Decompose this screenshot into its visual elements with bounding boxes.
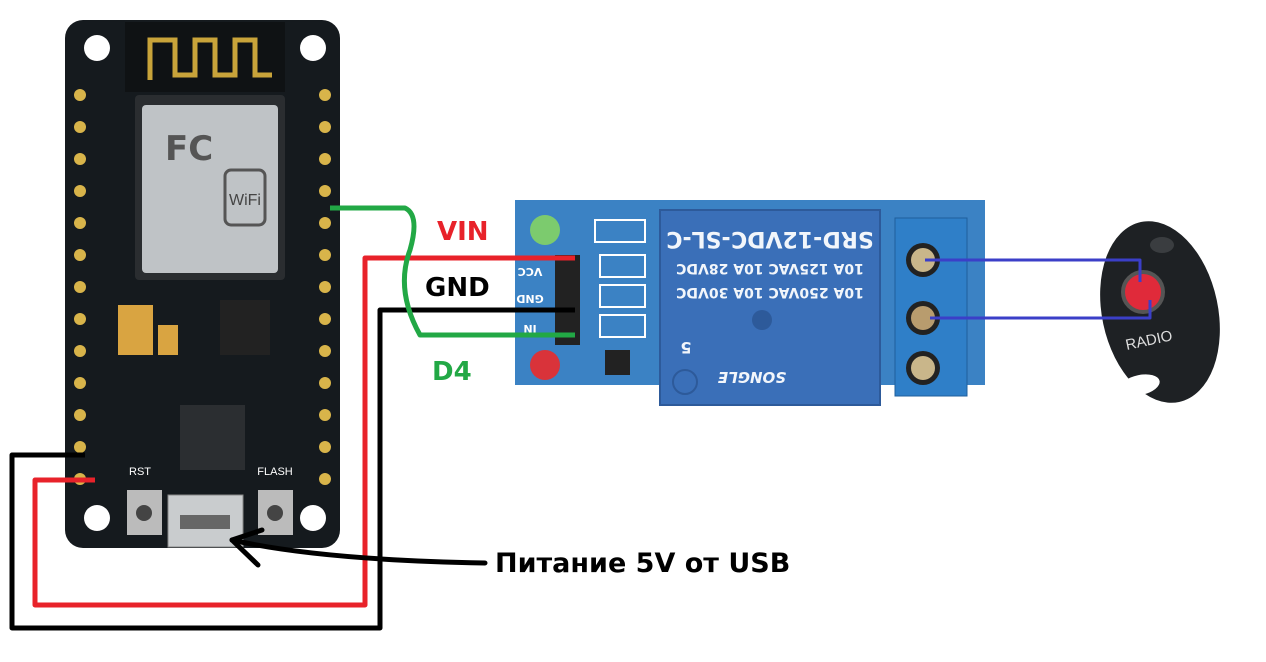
esp-module-shield [142,105,278,273]
contact-wire-1 [925,258,1142,282]
remote-button [1121,270,1165,314]
antenna-trace [147,37,272,80]
relay-brand: SONGLE [717,368,786,386]
d4-wire [330,205,575,338]
wifi-logo: WiFi [229,192,261,209]
vin-label: VIN [437,217,489,247]
vin-wire [32,255,575,608]
red-led [530,350,560,380]
usb-arrow [229,527,488,568]
capacitor [118,305,153,355]
pin-label-gnd: GND [516,292,543,305]
right-pin-header [319,89,331,485]
nodemcu-board: WiFi FC RST FLASH [65,20,340,548]
usb-chip [180,405,245,470]
pin-label-in: IN [523,322,536,335]
pin-header [555,255,580,345]
flash-label: FLASH [257,466,293,478]
fc-logo: FC [165,129,213,169]
green-led [530,215,560,245]
radio-remote: RADIO [1100,221,1220,403]
gnd-wire [9,307,575,631]
rst-label: RST [129,466,151,478]
d4-label: D4 [432,357,472,387]
relay-model: SRD-12VDC-SL-C [666,226,873,251]
relay-body [659,209,881,406]
gnd-label: GND [425,273,490,303]
contact-wire-2 [930,300,1152,320]
relay-module: VCC GND IN SRD-12VDC-SL-C 10A 125VAC 10A… [515,200,985,406]
pin-label-vcc: VCC [518,265,543,278]
relay-number: 5 [680,338,691,357]
relay-rating-2: 10A 250VAC 10A 30VDC [676,284,864,300]
relay-rating-1: 10A 125VAC 10A 28VDC [676,260,864,276]
power-note: Питание 5V от USB [495,548,790,579]
